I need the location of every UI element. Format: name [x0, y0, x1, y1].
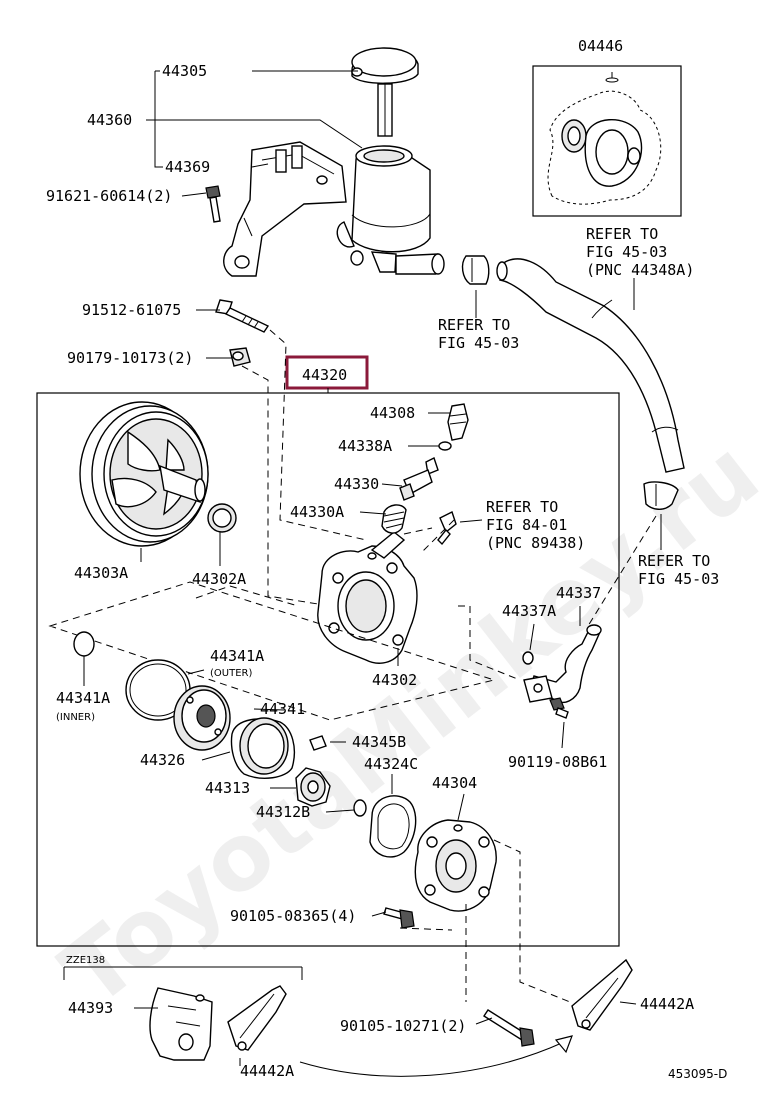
callout-90179-10173: 90179-10173(2)	[67, 349, 193, 367]
note-inner: (INNER)	[56, 712, 95, 723]
o-ring-44338A[interactable]	[438, 441, 452, 451]
highlight-44320	[285, 355, 369, 390]
ref3-line2[interactable]: FIG 84-01	[486, 516, 567, 534]
gasket-kit-box	[532, 65, 682, 217]
vane[interactable]	[309, 735, 327, 751]
cam-ring[interactable]	[230, 717, 296, 779]
callout-44320: 44320	[302, 366, 347, 384]
callout-44337A: 44337A	[502, 602, 556, 620]
pump-bracket-44393[interactable]	[149, 987, 213, 1061]
callout-44330: 44330	[334, 475, 379, 493]
bracket-44442A-lower[interactable]	[227, 985, 287, 1051]
rotor[interactable]	[295, 767, 331, 807]
callout-44313: 44313	[205, 779, 250, 797]
callout-44345B: 44345B	[352, 733, 406, 751]
callout-44303A: 44303A	[74, 564, 128, 582]
pump-front-housing[interactable]	[317, 531, 418, 664]
callout-44338A: 44338A	[338, 437, 392, 455]
callout-44442A-upper: 44442A	[640, 995, 694, 1013]
callout-44393: 44393	[68, 999, 113, 1017]
inner-parts-outline	[48, 581, 496, 721]
ref2-line1[interactable]: REFER TO	[438, 316, 510, 334]
ref3-line3[interactable]: (PNC 89438)	[486, 534, 585, 552]
callout-44312B: 44312B	[256, 803, 310, 821]
o-ring-44337A[interactable]	[522, 651, 534, 665]
ref1-line2[interactable]: FIG 45-03	[586, 243, 667, 261]
ref1-line3[interactable]: (PNC 44348A)	[586, 261, 694, 279]
callout-44302A: 44302A	[192, 570, 246, 588]
ref4-line2[interactable]: FIG 45-03	[638, 570, 719, 588]
oil-seal[interactable]	[207, 503, 237, 533]
ref2-line2[interactable]: FIG 45-03	[438, 334, 519, 352]
pulley[interactable]	[79, 401, 209, 547]
callout-44308: 44308	[370, 404, 415, 422]
callout-44324C: 44324C	[364, 755, 418, 773]
callout-44341A-inner: 44341A	[56, 689, 110, 707]
callout-44304: 44304	[432, 774, 477, 792]
bolt-90119[interactable]	[549, 697, 569, 719]
rear-housing-gasket[interactable]	[369, 795, 417, 858]
bolt-90105-08365[interactable]	[383, 907, 415, 929]
callout-91621-60614: 91621-60614(2)	[46, 187, 172, 205]
callout-44305: 44305	[162, 62, 207, 80]
flow-control-valve-parts	[381, 403, 469, 546]
zze138-bracket-group	[63, 966, 303, 1061]
callout-04446: 04446	[578, 37, 623, 55]
callout-44360: 44360	[87, 111, 132, 129]
reservoir-bracket[interactable]	[223, 141, 347, 277]
ref1-line1[interactable]: REFER TO	[586, 225, 658, 243]
bracket-44442A-upper[interactable]	[571, 958, 633, 1031]
callout-44326: 44326	[140, 751, 185, 769]
callout-44330A: 44330A	[290, 503, 344, 521]
callout-44442A-lower: 44442A	[240, 1062, 294, 1080]
transfer-arrow	[299, 1041, 565, 1077]
arrow-head	[554, 1035, 573, 1054]
note-outer: (OUTER)	[210, 668, 252, 679]
callout-44341A-outer: 44341A	[210, 647, 264, 665]
return-hose	[461, 255, 685, 510]
ref3-line1[interactable]: REFER TO	[486, 498, 558, 516]
reservoir-assembly	[205, 47, 445, 277]
callout-90105-10271: 90105-10271(2)	[340, 1017, 466, 1035]
side-plate[interactable]	[173, 685, 231, 751]
drawing-id: 453095-D	[668, 1067, 727, 1081]
note-zze138: ZZE138	[66, 955, 105, 966]
bolt-91512[interactable]	[224, 307, 270, 333]
callout-90119-08B61: 90119-08B61	[508, 753, 607, 771]
rear-housing[interactable]	[414, 819, 497, 912]
callout-44369: 44369	[165, 158, 210, 176]
o-ring-44312B[interactable]	[353, 799, 367, 817]
leader-lines	[83, 70, 662, 1066]
callout-91512-61075: 91512-61075	[82, 301, 181, 319]
callout-44337: 44337	[556, 584, 601, 602]
bolt-90105-10271[interactable]	[483, 1009, 535, 1047]
ref4-line1[interactable]: REFER TO	[638, 552, 710, 570]
return-hose-body[interactable]	[499, 258, 685, 473]
callout-90105-08365: 90105-08365(4)	[230, 907, 356, 925]
callout-44341: 44341	[260, 700, 305, 718]
assembly-dash-lines	[195, 329, 657, 1003]
valve-spring[interactable]	[381, 504, 407, 534]
o-ring-inner[interactable]	[73, 631, 95, 657]
bolts-upper-left	[215, 299, 270, 367]
union-fitting[interactable]	[447, 403, 469, 441]
callout-44302: 44302	[372, 671, 417, 689]
